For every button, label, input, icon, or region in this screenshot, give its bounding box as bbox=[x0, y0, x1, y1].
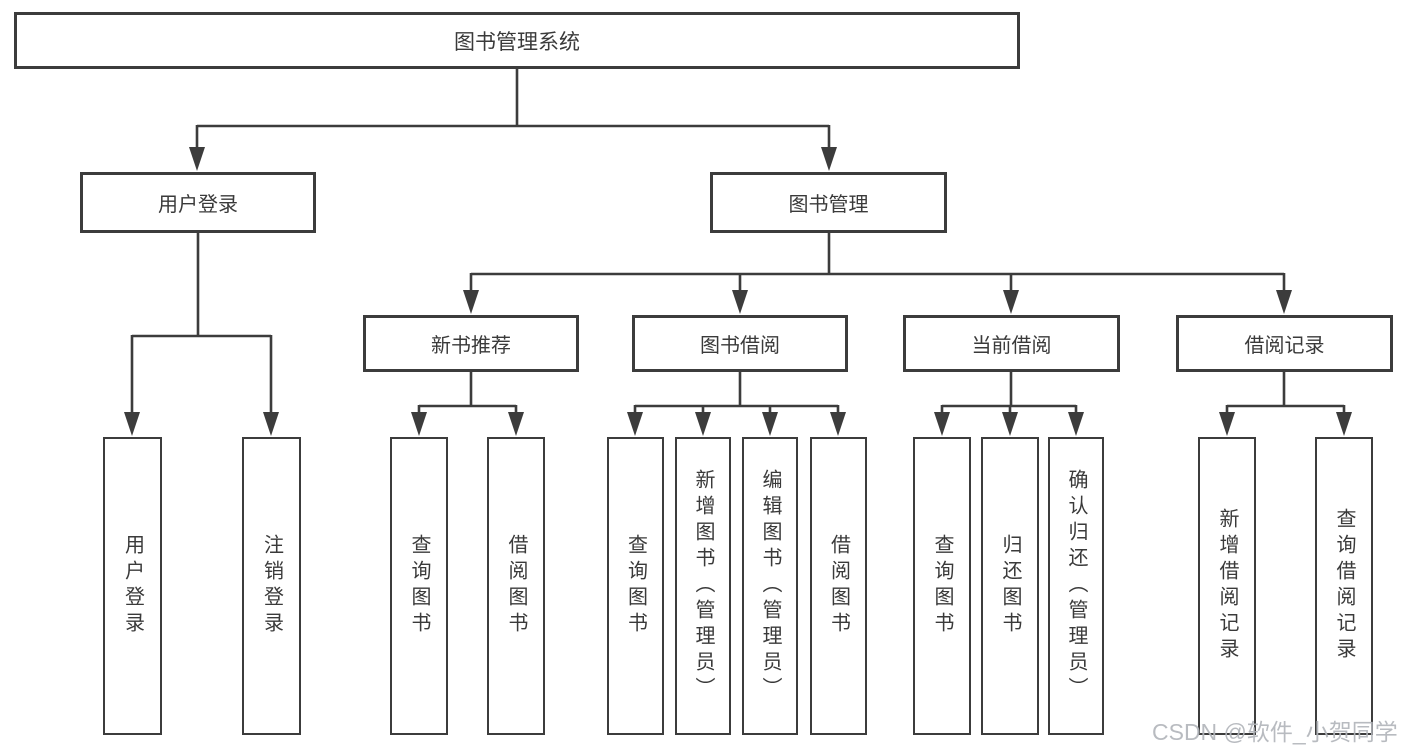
node-borrow-record-label: 借阅记录 bbox=[1244, 335, 1325, 357]
node-book-borrow-label: 图书借阅 bbox=[700, 335, 780, 357]
node-leaf-return-book-label: 归还图书 bbox=[999, 534, 1021, 638]
node-leaf-borrow-book: 借阅图书 bbox=[810, 437, 867, 735]
node-leaf-confirm-return-admin: 确认归还（管理员） bbox=[1048, 437, 1104, 735]
node-leaf-borrow-book-recommend-label: 借阅图书 bbox=[505, 534, 527, 638]
node-new-book-recommend-label: 新书推荐 bbox=[431, 335, 511, 357]
node-leaf-edit-book-admin: 编辑图书（管理员） bbox=[742, 437, 798, 735]
node-leaf-add-book-admin-label: 新增图书（管理员） bbox=[692, 469, 714, 703]
node-leaf-query-book-borrow: 查询图书 bbox=[607, 437, 664, 735]
node-current-borrow-label: 当前借阅 bbox=[971, 335, 1052, 357]
node-leaf-borrow-book-recommend: 借阅图书 bbox=[487, 437, 545, 735]
csdn-watermark: CSDN @软件_小贺同学 bbox=[1152, 719, 1398, 745]
node-leaf-logout: 注销登录 bbox=[242, 437, 301, 735]
node-leaf-edit-book-admin-label: 编辑图书（管理员） bbox=[759, 469, 781, 703]
node-leaf-add-book-admin: 新增图书（管理员） bbox=[675, 437, 731, 735]
node-leaf-user-login-label: 用户登录 bbox=[121, 534, 144, 638]
node-leaf-query-book-recommend: 查询图书 bbox=[390, 437, 448, 735]
node-new-book-recommend: 新书推荐 bbox=[363, 315, 579, 372]
node-leaf-borrow-book-label: 借阅图书 bbox=[827, 534, 850, 638]
node-leaf-query-book-current: 查询图书 bbox=[913, 437, 971, 735]
node-leaf-user-login: 用户登录 bbox=[103, 437, 162, 735]
node-user-login-branch-label: 用户登录 bbox=[158, 194, 238, 216]
node-leaf-confirm-return-admin-label: 确认归还（管理员） bbox=[1065, 469, 1087, 703]
node-leaf-query-book-borrow-label: 查询图书 bbox=[624, 534, 647, 638]
node-leaf-return-book: 归还图书 bbox=[981, 437, 1039, 735]
node-leaf-add-borrow-record-label: 新增借阅记录 bbox=[1216, 508, 1238, 664]
node-root: 图书管理系统 bbox=[14, 12, 1020, 69]
node-book-management-branch-label: 图书管理 bbox=[788, 194, 869, 216]
node-borrow-record: 借阅记录 bbox=[1176, 315, 1393, 372]
node-book-management-branch: 图书管理 bbox=[710, 172, 947, 233]
node-current-borrow: 当前借阅 bbox=[903, 315, 1120, 372]
node-book-borrow: 图书借阅 bbox=[632, 315, 848, 372]
node-leaf-query-borrow-record-label: 查询借阅记录 bbox=[1333, 508, 1355, 664]
node-leaf-query-book-recommend-label: 查询图书 bbox=[408, 534, 430, 638]
node-leaf-query-book-current-label: 查询图书 bbox=[931, 534, 953, 638]
node-leaf-add-borrow-record: 新增借阅记录 bbox=[1198, 437, 1256, 735]
node-root-label: 图书管理系统 bbox=[454, 30, 580, 54]
node-user-login-branch: 用户登录 bbox=[80, 172, 316, 233]
node-leaf-query-borrow-record: 查询借阅记录 bbox=[1315, 437, 1373, 735]
node-leaf-logout-label: 注销登录 bbox=[260, 534, 283, 638]
